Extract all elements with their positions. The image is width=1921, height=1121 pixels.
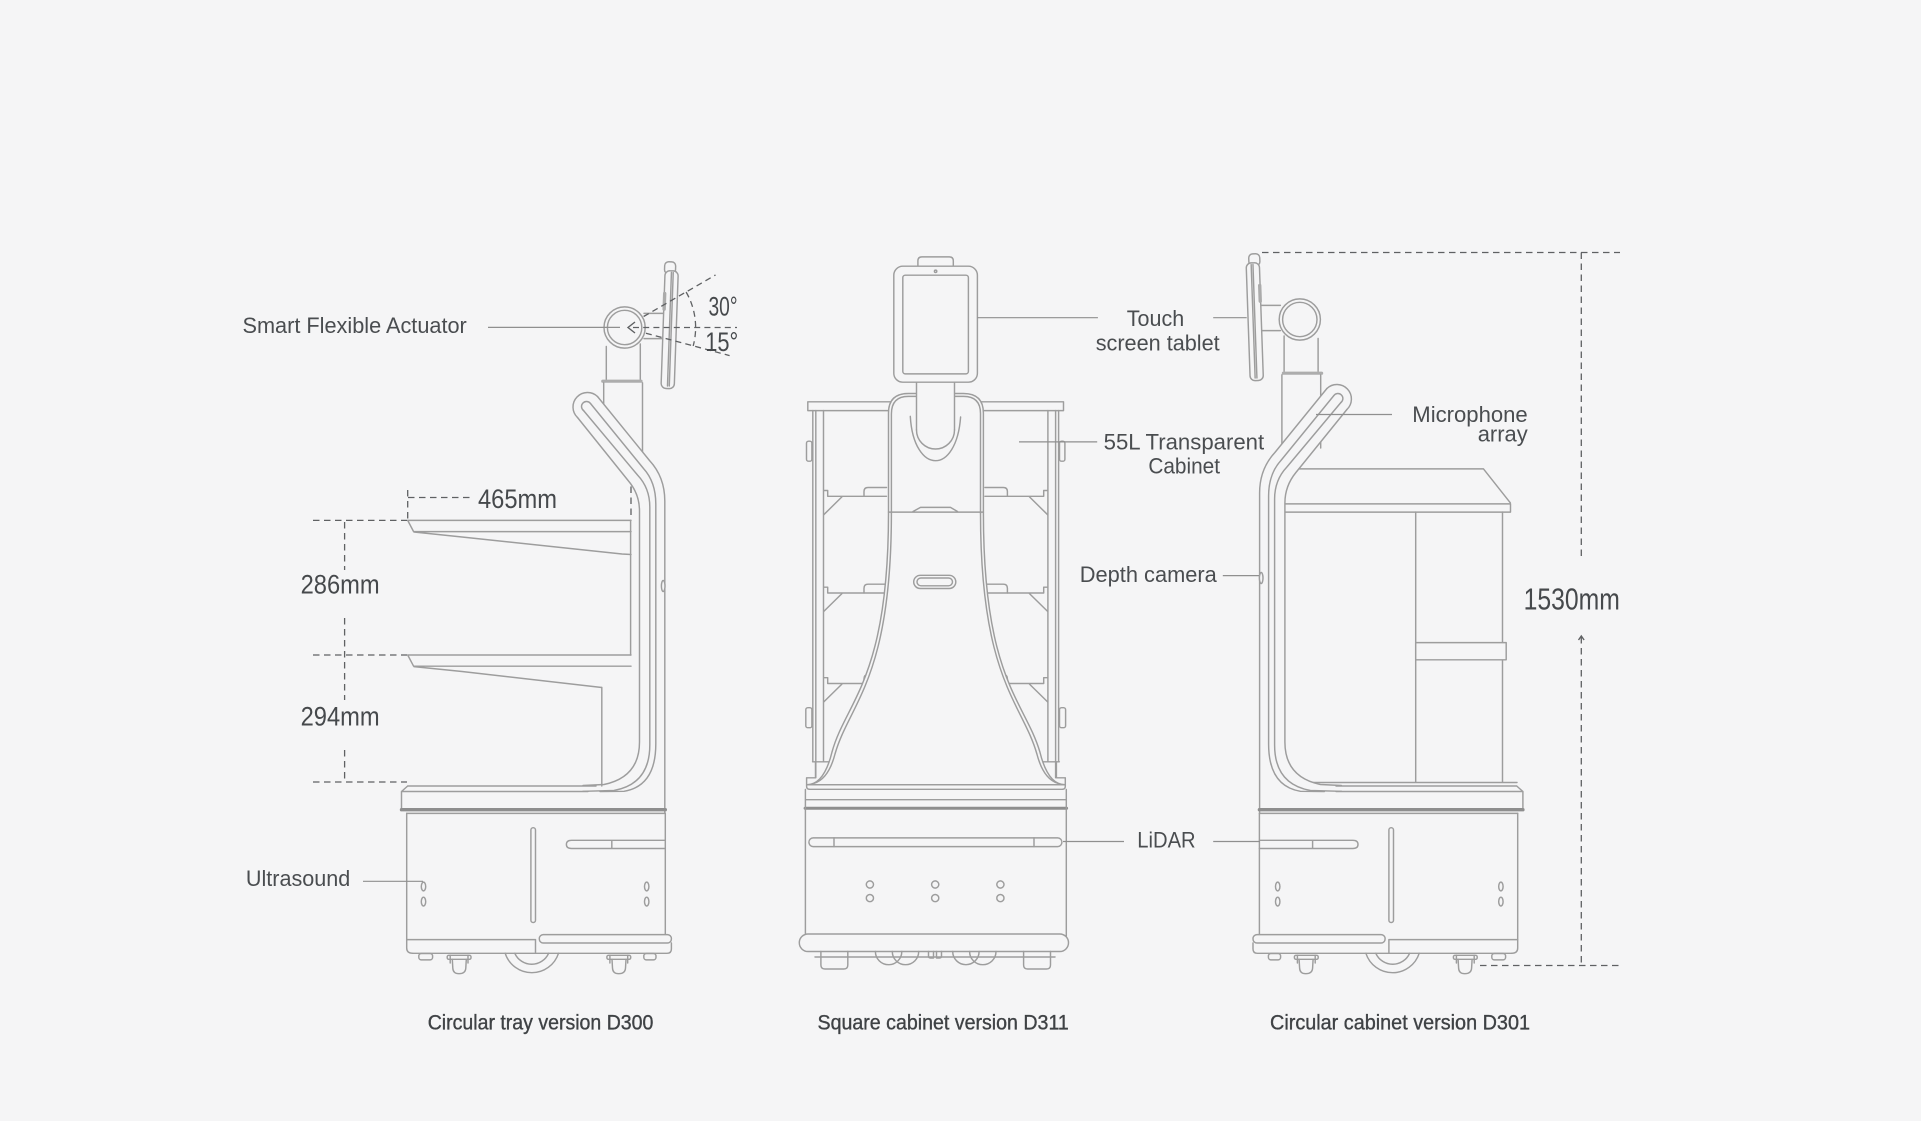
svg-text:Smart Flexible Actuator: Smart Flexible Actuator <box>243 313 467 338</box>
svg-text:array: array <box>1478 421 1528 446</box>
svg-text:Depth camera: Depth camera <box>1080 562 1218 587</box>
svg-text:Square cabinet version D311: Square cabinet version D311 <box>818 1012 1069 1035</box>
svg-text:55L Transparent: 55L Transparent <box>1104 430 1265 455</box>
svg-text:30°: 30° <box>709 291 738 321</box>
svg-text:Microphone: Microphone <box>1412 402 1527 427</box>
svg-text:Ultrasound: Ultrasound <box>246 866 350 891</box>
svg-text:screen tablet: screen tablet <box>1096 331 1220 356</box>
svg-text:LiDAR: LiDAR <box>1137 827 1195 852</box>
svg-text:Cabinet: Cabinet <box>1148 454 1220 479</box>
svg-text:294mm: 294mm <box>301 702 380 732</box>
svg-text:286mm: 286mm <box>301 570 380 600</box>
svg-text:Circular cabinet version D301: Circular cabinet version D301 <box>1270 1012 1530 1035</box>
svg-text:15°: 15° <box>705 327 738 357</box>
svg-text:1530mm: 1530mm <box>1524 582 1620 617</box>
svg-text:465mm: 465mm <box>478 484 557 514</box>
svg-text:Touch: Touch <box>1127 306 1184 331</box>
svg-text:Circular tray version D300: Circular tray version D300 <box>428 1012 654 1035</box>
